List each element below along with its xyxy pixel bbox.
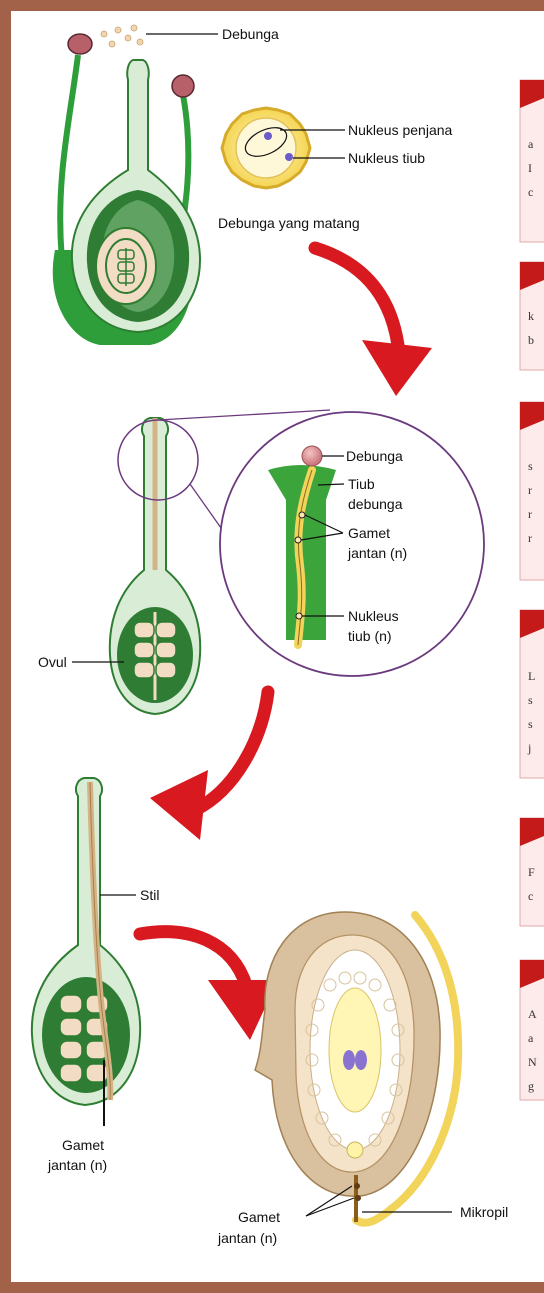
label-debunga-mid: Debunga <box>346 448 403 464</box>
panel-2-line-1: k <box>528 309 534 323</box>
panel-6-line-4: g <box>528 1079 534 1093</box>
side-panel-3: s r r r <box>520 402 544 580</box>
panel-3-line-2: r <box>528 483 532 497</box>
label-debunga-top: Debunga <box>222 26 279 42</box>
panel-3-line-1: s <box>528 459 533 473</box>
panel-3-line-4: r <box>528 531 532 545</box>
panel-5-line-2: c <box>528 889 533 903</box>
side-panel-4: L s s j <box>520 610 544 778</box>
mature-pollen <box>222 108 310 188</box>
side-panel-1: a I c <box>520 80 544 242</box>
label-gamet-bottom-1: Gamet <box>62 1137 104 1153</box>
panel-4-line-2: s <box>528 693 533 707</box>
label-gamet-2: jantan (n) <box>347 545 407 561</box>
polar-nucleus-2 <box>355 1050 367 1070</box>
label-tiub-2: debunga <box>348 496 403 512</box>
panel-4-line-3: s <box>528 717 533 731</box>
label-gamet-ovule-1: Gamet <box>238 1209 280 1225</box>
panel-6-line-3: N <box>528 1055 537 1069</box>
side-panel-2: k b <box>520 262 544 370</box>
label-nukleus-2: tiub (n) <box>348 628 392 644</box>
side-panel-6: A a N g <box>520 960 544 1100</box>
panel-4-line-1: L <box>528 669 535 683</box>
label-nukleus-tiub-top: Nukleus tiub <box>348 150 425 166</box>
panel-1-line-3: c <box>528 185 533 199</box>
label-gamet-ovule-2: jantan (n) <box>217 1230 277 1246</box>
label-mikropil: Mikropil <box>460 1204 508 1220</box>
label-stil: Stil <box>140 887 159 903</box>
label-nukleus-1: Nukleus <box>348 608 399 624</box>
tube-nucleus-top <box>285 153 293 161</box>
panel-5-line-1: F <box>528 865 535 879</box>
panel-1-line-1: a <box>528 137 534 151</box>
label-nukleus-penjana: Nukleus penjana <box>348 122 453 138</box>
generative-nucleus <box>264 132 272 140</box>
panel-6-line-2: a <box>528 1031 534 1045</box>
label-tiub-1: Tiub <box>348 476 375 492</box>
anther-left <box>68 34 92 54</box>
side-panel-5: F c <box>520 818 544 926</box>
panel-4-line-4: j <box>527 741 531 755</box>
label-debunga-matang: Debunga yang matang <box>218 215 360 231</box>
polar-nucleus-1 <box>343 1050 355 1070</box>
panel-1-line-2: I <box>528 161 532 175</box>
panel-3-line-3: r <box>528 507 532 521</box>
anther-right <box>172 75 194 97</box>
panel-2-line-2: b <box>528 333 534 347</box>
label-ovul: Ovul <box>38 654 67 670</box>
label-gamet-bottom-2: jantan (n) <box>47 1157 107 1173</box>
label-gamet-1: Gamet <box>348 525 390 541</box>
panel-6-line-1: A <box>528 1007 537 1021</box>
